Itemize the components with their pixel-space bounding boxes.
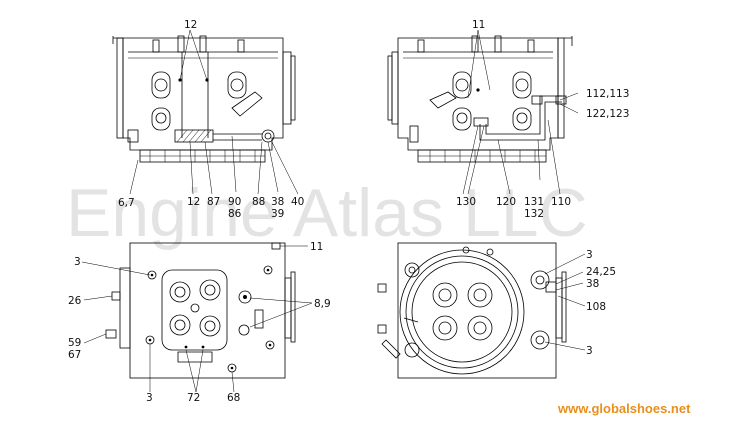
callout-3-plan-bottom: 3 [586, 345, 593, 357]
callout-59: 59 [68, 337, 81, 349]
callout-72: 72 [187, 392, 200, 404]
callout-87: 87 [207, 196, 220, 208]
callout-12-top: 12 [184, 19, 197, 31]
callout-68: 68 [227, 392, 240, 404]
plan-view-right [377, 242, 586, 379]
callout-11-plan: 11 [310, 241, 323, 253]
watermark-text: Engine Atlas LLC [66, 175, 588, 251]
callout-132: 132 [524, 208, 544, 220]
callout-3-left: 3 [74, 256, 81, 268]
callout-110: 110 [551, 196, 571, 208]
side-view-left [112, 29, 299, 195]
callout-3-bottom: 3 [146, 392, 153, 404]
callout-38: 38 [271, 196, 284, 208]
callout-11-top: 11 [472, 19, 485, 31]
callout-122-123: 122,123 [586, 108, 629, 120]
callout-8-9: 8,9 [314, 298, 331, 310]
callout-88: 88 [252, 196, 265, 208]
callout-3-plan-top: 3 [586, 249, 593, 261]
callout-26: 26 [68, 295, 82, 307]
callout-112-113: 112,113 [586, 88, 629, 100]
callout-120: 120 [496, 196, 516, 208]
callout-108: 108 [586, 301, 606, 313]
callout-39: 39 [271, 208, 284, 220]
callout-90: 90 [228, 196, 241, 208]
callout-38-plan: 38 [586, 278, 599, 290]
callout-6-7: 6,7 [118, 197, 135, 209]
callout-130: 130 [456, 196, 476, 208]
callout-40: 40 [291, 196, 304, 208]
callout-24-25: 24,25 [586, 266, 616, 278]
callout-12-bottom: 12 [187, 196, 200, 208]
side-view-right [387, 29, 579, 195]
callout-131: 131 [524, 196, 544, 208]
callout-67: 67 [68, 349, 81, 361]
website-link[interactable]: www.globalshoes.net [557, 401, 691, 416]
callout-86: 86 [228, 208, 242, 220]
callouts: 12 6,7 12 87 90 86 88 38 39 40 11 112,11… [68, 19, 629, 404]
plan-view-left [81, 242, 313, 393]
